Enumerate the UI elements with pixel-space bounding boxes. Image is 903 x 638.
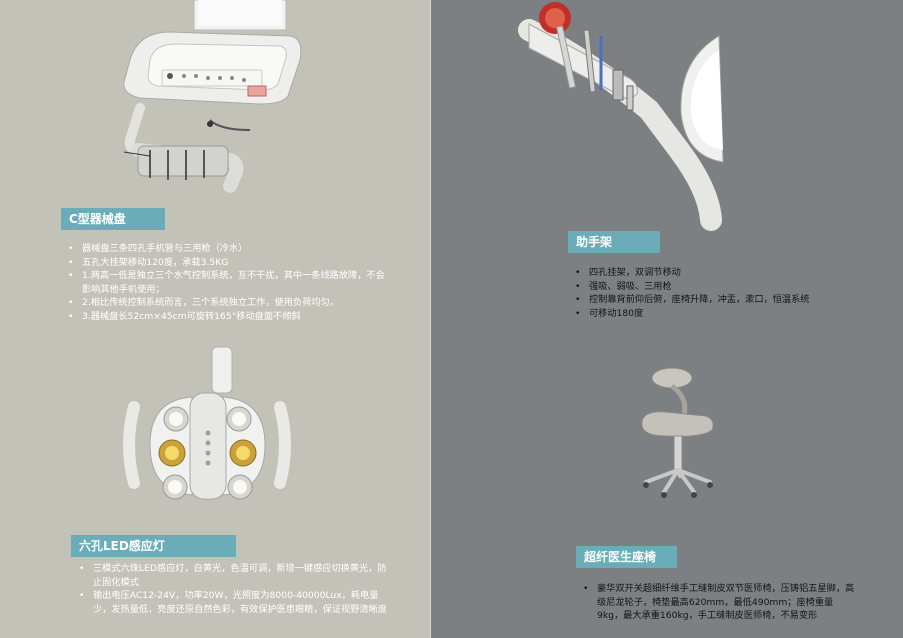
list-item: 可移动180度 bbox=[575, 307, 875, 321]
list-item: 3.器械盘长52cm×45cm可旋转165°移动盘面不倾斜 bbox=[68, 310, 388, 324]
assistant-bullets: 四孔挂架，双调节移动 强吸、弱吸、三用枪 控制靠背前仰后俯，座椅升降，冲盂，漱口… bbox=[575, 266, 875, 320]
chair-bullets: 豪华双开关超细纤维手工缝制皮双节医师椅，压铸铝五星脚，高级尼龙轮子，椅垫最高62… bbox=[583, 582, 858, 623]
lamp-title: 六孔LED感应灯 bbox=[71, 535, 236, 557]
led-lamp-image bbox=[123, 346, 291, 500]
instrument-tray-image bbox=[123, 0, 302, 193]
list-item: 五孔大挂架移动120度，承载3.5KG bbox=[68, 256, 388, 270]
left-panel: C型器械盘 器械盘三条四孔手机管与三用枪（冷水） 五孔大挂架移动120度，承载3… bbox=[0, 0, 431, 638]
list-item: 豪华双开关超细纤维手工缝制皮双节医师椅，压铸铝五星脚，高级尼龙轮子，椅垫最高62… bbox=[583, 582, 858, 623]
list-item: 1.两高一低是独立三个水气控制系统，互不干扰，其中一条线路故障，不会影响其他手机… bbox=[68, 269, 388, 296]
doctor-chair-image bbox=[641, 367, 714, 498]
list-item: 2.相比传统控制系统而言，三个系统独立工作，使用负荷均匀。 bbox=[68, 296, 388, 310]
list-item: 四孔挂架，双调节移动 bbox=[575, 266, 875, 280]
tray-bullets: 器械盘三条四孔手机管与三用枪（冷水） 五孔大挂架移动120度，承载3.5KG 1… bbox=[68, 242, 388, 323]
list-item: 三模式六珠LED感应灯，白黄光，色温可调，新增一键感应切换黄光，防止固化模式 bbox=[79, 562, 389, 589]
right-panel: 助手架 四孔挂架，双调节移动 强吸、弱吸、三用枪 控制靠背前仰后俯，座椅升降，冲… bbox=[431, 0, 903, 638]
list-item: 器械盘三条四孔手机管与三用枪（冷水） bbox=[68, 242, 388, 256]
lamp-bullets: 三模式六珠LED感应灯，白黄光，色温可调，新增一键感应切换黄光，防止固化模式 输… bbox=[79, 562, 389, 616]
list-item: 控制靠背前仰后俯，座椅升降，冲盂，漱口，恒温系统 bbox=[575, 293, 875, 307]
assistant-title: 助手架 bbox=[568, 231, 660, 253]
list-item: 输出电压AC12-24V，功率20W，光照度为8000-40000Lux，耗电量… bbox=[79, 589, 389, 616]
tray-title: C型器械盘 bbox=[61, 208, 165, 230]
chair-title: 超纤医生座椅 bbox=[576, 546, 677, 568]
list-item: 强吸、弱吸、三用枪 bbox=[575, 280, 875, 294]
assistant-arm-image bbox=[518, 2, 724, 231]
